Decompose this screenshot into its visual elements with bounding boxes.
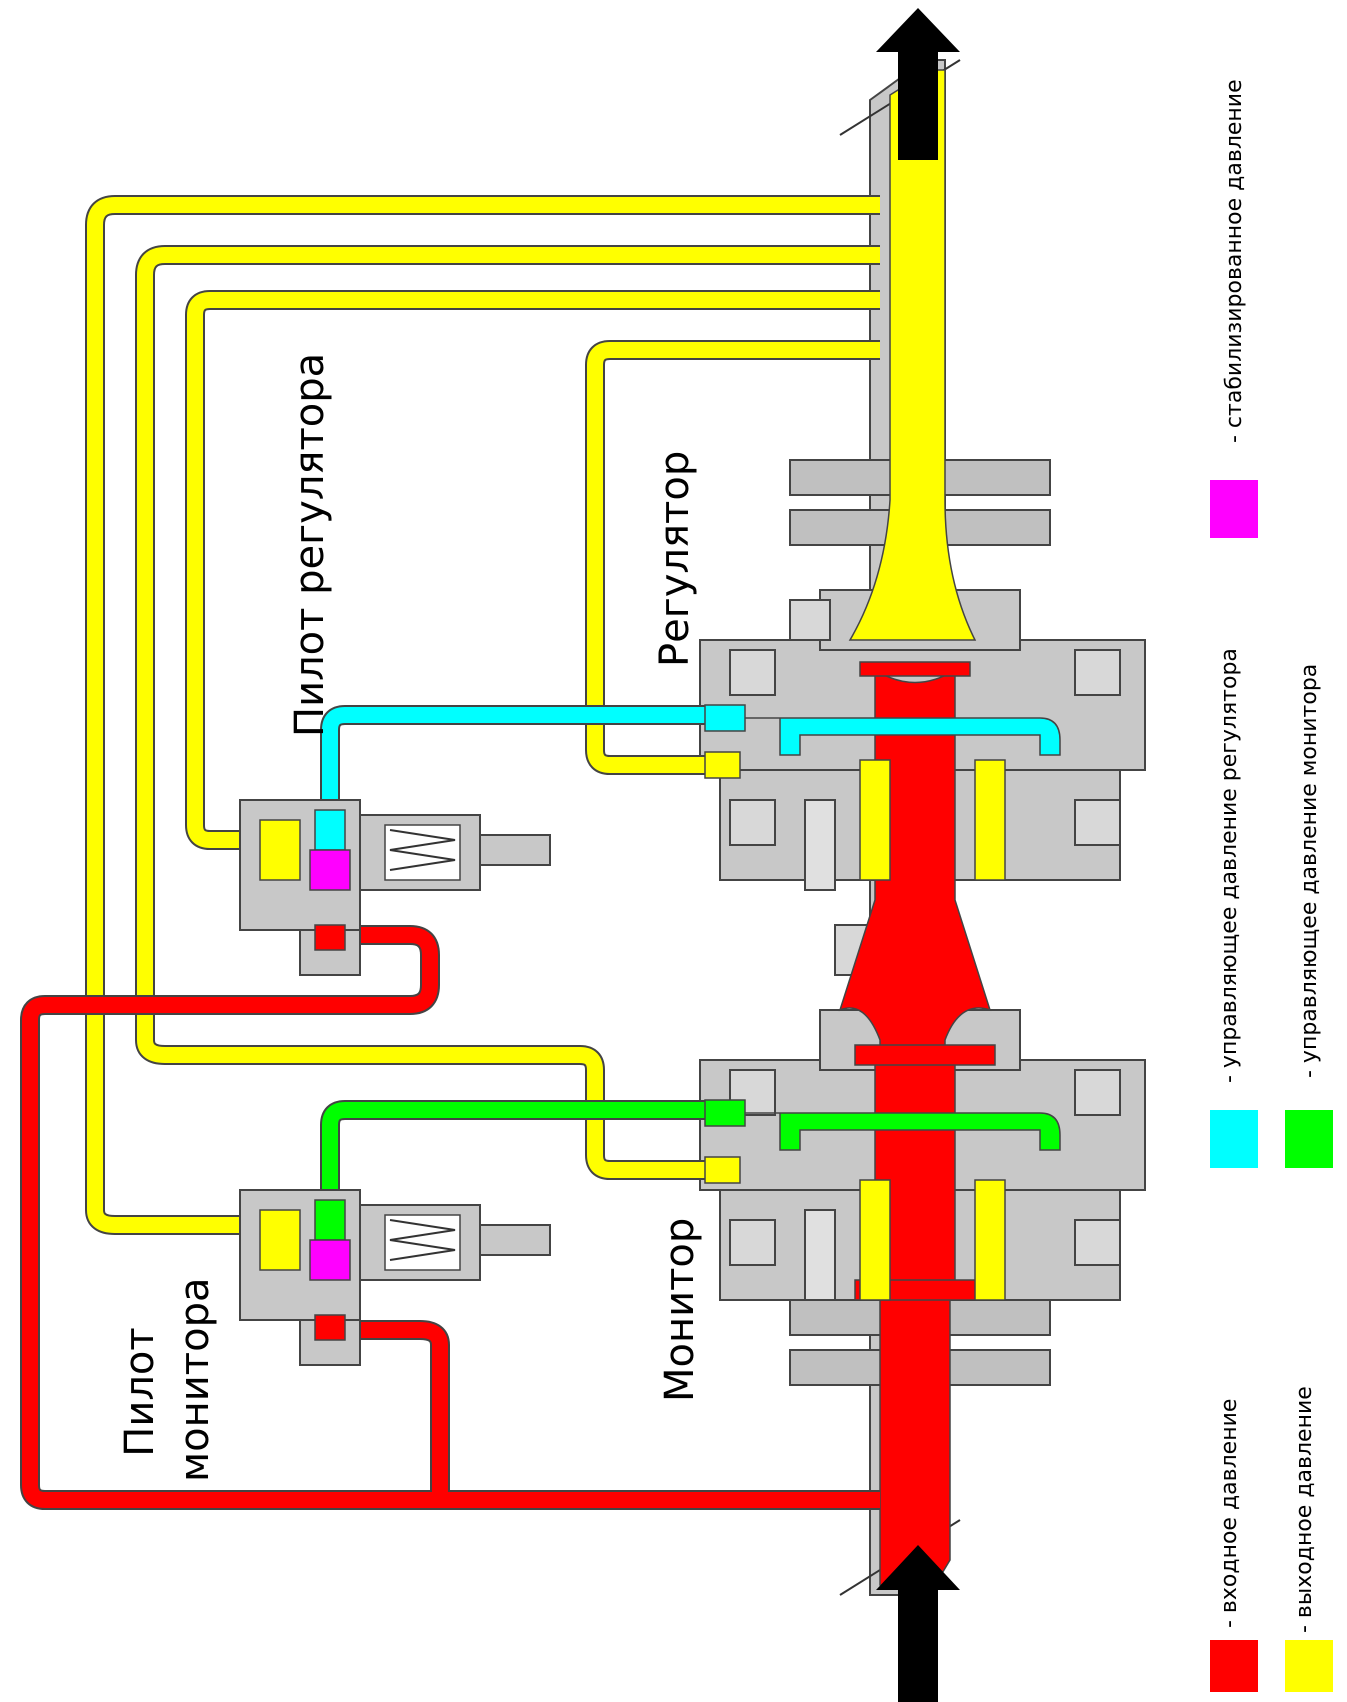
- monitor-pilot-label-line2: монитора: [172, 1277, 218, 1482]
- legend-swatch-reg-control: [1210, 1110, 1258, 1168]
- arrow-up-icon: [876, 8, 960, 160]
- legend-text-inlet: - входное давление: [1217, 1398, 1242, 1628]
- legend-swatch-stabilized: [1210, 480, 1258, 538]
- legend-text-outlet: - выходное давление: [1292, 1386, 1317, 1633]
- legend-swatch-outlet: [1285, 1640, 1333, 1692]
- arrow-up-icon: [876, 1545, 960, 1702]
- monitor-control-line: [320, 1099, 1061, 1190]
- monitor-body: [699, 924, 1146, 1301]
- monitor-label: Монитор: [657, 1217, 703, 1402]
- regulator-pilot: [239, 799, 551, 976]
- outlet-pressure-lines-fill: [87, 197, 880, 1233]
- outlet-flow: [848, 69, 977, 641]
- regulator-label: Регулятор: [652, 450, 698, 667]
- regulator-pilot-label: Пилот регулятора: [287, 352, 333, 737]
- legend-text-mon-control: - управляющее давление монитора: [1297, 663, 1322, 1078]
- regulator-control-line: [320, 704, 1061, 800]
- legend-text-reg-control: - управляющее давление регулятора: [1217, 648, 1242, 1083]
- legend-swatch-inlet: [1210, 1640, 1258, 1692]
- inlet-pressure-lines-fill: [22, 927, 880, 1508]
- monitor-pilot: [239, 1189, 551, 1366]
- legend-swatch-mon-control: [1285, 1110, 1333, 1168]
- valve-chamber-yellow: [704, 751, 1006, 1301]
- monitor-pilot-label-line1: Пилот: [117, 1327, 163, 1457]
- legend-text-stabilized: - стабилизированное давление: [1222, 79, 1247, 443]
